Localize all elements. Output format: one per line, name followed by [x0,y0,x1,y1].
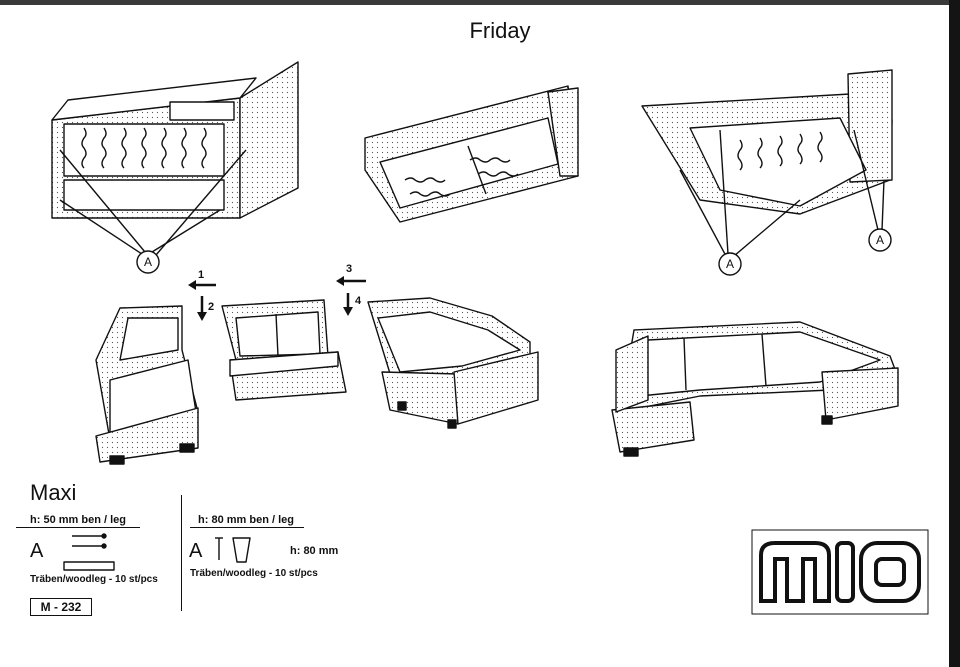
step-number: 3 [346,263,352,275]
spec-part-letter: A [30,540,44,562]
arrow-left-icon [188,280,216,290]
spec-divider [181,495,182,611]
spec-leg-label: h: 80 mm ben / leg [198,514,294,526]
part-marker: A [144,255,152,269]
frame-angled-diagram [641,69,893,276]
arrow-down-icon [197,296,207,321]
right-frame-bar [949,0,960,667]
part-marker: A [876,233,884,247]
arrow-left-icon [336,276,366,286]
corner-module-diagram [367,297,539,429]
spec-height-note: h: 80 mm [290,545,339,557]
middle-module-diagram [221,299,347,401]
part-marker: A [726,257,734,271]
model-name: Maxi [30,480,77,505]
spec-underline [16,527,140,528]
spec-leg-label: h: 50 mm ben / leg [30,514,126,526]
arrow-down-icon [343,293,353,316]
spec-part-letter: A [189,540,203,562]
mio-logo [751,529,929,615]
spec-underline [190,527,304,528]
tapered-leg-icon [232,537,251,563]
leg-block-icon [63,561,115,571]
chaise-module-diagram [95,305,199,465]
top-frame-bar [0,0,960,5]
frame-corner-diagram [51,61,299,274]
product-code: M - 232 [30,598,92,616]
frame-seat-diagram [364,85,579,223]
bolt-icon [215,537,223,560]
spec-woodleg: Träben/woodleg - 10 st/pcs [190,568,318,579]
step-number: 4 [355,295,362,307]
screw-icon [72,533,107,549]
step-number: 2 [208,301,214,313]
spec-woodleg: Träben/woodleg - 10 st/pcs [30,574,158,585]
assembled-sofa-diagram [611,321,899,457]
step-number: 1 [198,269,204,281]
page-title: Friday [469,18,531,43]
